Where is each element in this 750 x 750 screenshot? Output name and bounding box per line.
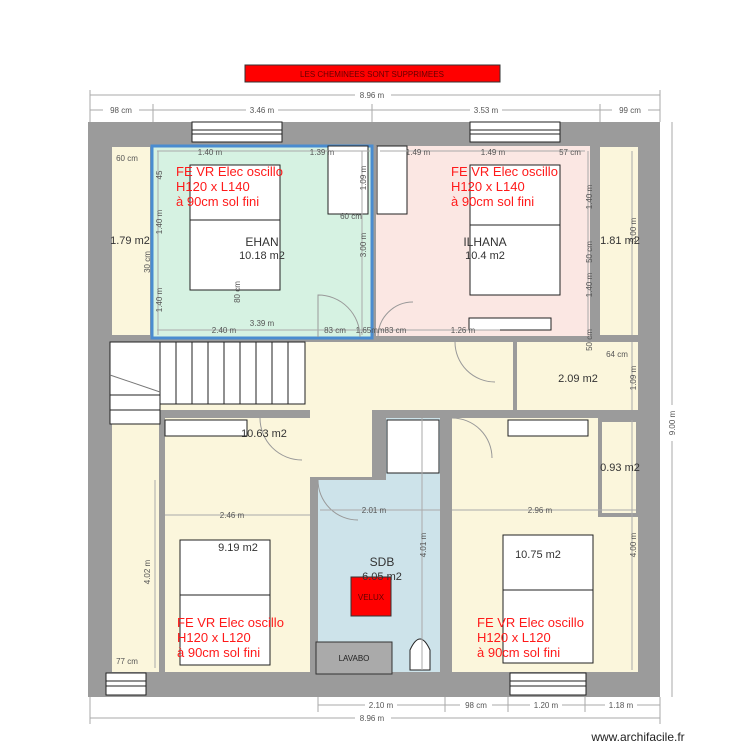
dim-right-total: 9.00 m — [668, 410, 677, 435]
velux-label: VELUX — [358, 593, 385, 602]
inner-dimension-lines — [154, 150, 636, 670]
windows — [105, 121, 587, 696]
dim-top-2: 3.53 m — [474, 106, 499, 115]
inner-dimension-label: 2.40 m — [212, 326, 237, 335]
window-note-line: à 90cm sol fini — [477, 645, 560, 660]
room-name-sdb: SDB — [370, 555, 395, 569]
closet-left-top — [112, 147, 150, 335]
inner-dimension-label: 4.00 m — [629, 532, 638, 557]
room-area-1-81: 1.81 m2 — [600, 235, 640, 247]
inner-dimension-label: 1.40 m — [155, 287, 164, 312]
lavabo-label: LAVABO — [339, 654, 370, 663]
inner-dimension-label: 50 cm — [585, 241, 594, 263]
inner-dimension-label: 60 cm — [116, 154, 138, 163]
inner-dimension-label: 1.26 m — [451, 326, 476, 335]
inner-dimension-label: 83 cm — [324, 326, 346, 335]
room-area-ehan: 10.18 m2 — [239, 250, 285, 262]
inner-dimension-label: 1.09 m — [359, 165, 368, 190]
room-area-9-19: 9.19 m2 — [218, 542, 258, 554]
bottom-dimensions: 2.10 m 98 cm 1.20 m 1.18 m 8.96 m — [89, 697, 661, 724]
inner-dimension-label: 60 cm — [340, 212, 362, 221]
inner-dimension-label: 64 cm — [606, 350, 628, 359]
inner-dimension-label: 1.40 m — [155, 209, 164, 234]
dim-top-total: 8.96 m — [360, 91, 385, 100]
inner-dimension-label: 77 cm — [116, 657, 138, 666]
top-dimensions: 8.96 m 98 cm 3.46 m 3.53 m 99 cm — [89, 90, 661, 122]
inner-dimension-label: 1.49 m — [406, 148, 431, 157]
dim-bottom-total: 8.96 m — [360, 714, 385, 723]
doors — [259, 294, 496, 521]
lavabo — [315, 641, 393, 675]
inner-dimension-label: 4.02 m — [143, 559, 152, 584]
inner-dimension-label: 3.39 m — [250, 319, 275, 328]
inner-dimension-label: 1.40 m — [585, 272, 594, 297]
inner-dimension-label: 1.40 m — [198, 148, 223, 157]
window-note-line: H120 x L140 — [451, 179, 525, 194]
hall-center — [310, 342, 372, 477]
banner-text: LES CHEMINEES SONT SUPPRIMEES — [300, 70, 444, 79]
inner-dimension-label: 57 cm — [559, 148, 581, 157]
dim-bottom-1: 98 cm — [465, 701, 487, 710]
dim-bottom-3: 1.18 m — [609, 701, 634, 710]
inner-dimension-label: 2.96 m — [528, 506, 553, 515]
inner-dimension-label: 80 cm — [233, 281, 242, 303]
room-area-sdb: 6.05 m2 — [362, 571, 402, 583]
room-area-2-09: 2.09 m2 — [558, 373, 598, 385]
dim-top-3: 99 cm — [619, 106, 641, 115]
dim-bottom-0: 2.10 m — [369, 701, 394, 710]
room-area-1-79: 1.79 m2 — [110, 235, 150, 247]
strip-left-bottom — [112, 410, 159, 672]
inner-dimension-label: 1.09 m — [629, 365, 638, 390]
inner-dimension-label: 30 cm — [143, 251, 152, 273]
window-note-line: H120 x L140 — [176, 179, 250, 194]
window-note-line: FE VR Elec oscillo — [177, 615, 284, 630]
right-dimension: 9.00 m — [667, 122, 677, 697]
banner — [244, 64, 501, 83]
window-note-line: à 90cm sol fini — [177, 645, 260, 660]
window-note-line: à 90cm sol fini — [176, 194, 259, 209]
furniture — [164, 145, 594, 666]
inner-dimension-label: 2.46 m — [220, 511, 245, 520]
window-note-line: à 90cm sol fini — [451, 194, 534, 209]
inner-dimension-label: 1.65mm83 cm — [356, 326, 407, 335]
inner-dimension-label: 1.39 m — [310, 148, 335, 157]
dim-top-1: 3.46 m — [250, 106, 275, 115]
inner-dimension-label: 50 cm — [585, 329, 594, 351]
inner-dimension-label: 1.49 m — [481, 148, 506, 157]
room-area-10-75: 10.75 m2 — [515, 549, 561, 561]
toilet-icon — [409, 638, 431, 671]
window-note-line: FE VR Elec oscillo — [451, 164, 558, 179]
velux — [350, 576, 392, 617]
room-area-0-93: 0.93 m2 — [600, 462, 640, 474]
window-note-line: H120 x L120 — [477, 630, 551, 645]
inner-dimension-label: 1.40 m — [585, 184, 594, 209]
window-note-line: FE VR Elec oscillo — [477, 615, 584, 630]
room-2-09 — [517, 342, 638, 410]
inner-dimension-label: 2.01 m — [362, 506, 387, 515]
room-area-ilhana: 10.4 m2 — [465, 250, 505, 262]
room-name-ehan: EHAN — [245, 235, 278, 249]
dim-top-0: 98 cm — [110, 106, 132, 115]
window-note-line: H120 x L120 — [177, 630, 251, 645]
staircase — [109, 341, 306, 425]
inner-dimension-label: 3.00 m — [629, 217, 638, 242]
dim-bottom-2: 1.20 m — [534, 701, 559, 710]
inner-dimension-label: 3.00 m — [359, 232, 368, 257]
watermark: www.archifacile.fr — [590, 730, 684, 744]
room-area-10-63: 10.63 m2 — [241, 428, 287, 440]
window-note-line: FE VR Elec oscillo — [176, 164, 283, 179]
inner-dimension-label: 45 — [155, 170, 164, 179]
room-name-ilhana: ILHANA — [463, 235, 506, 249]
inner-dimension-label: 4.01 m — [419, 532, 428, 557]
